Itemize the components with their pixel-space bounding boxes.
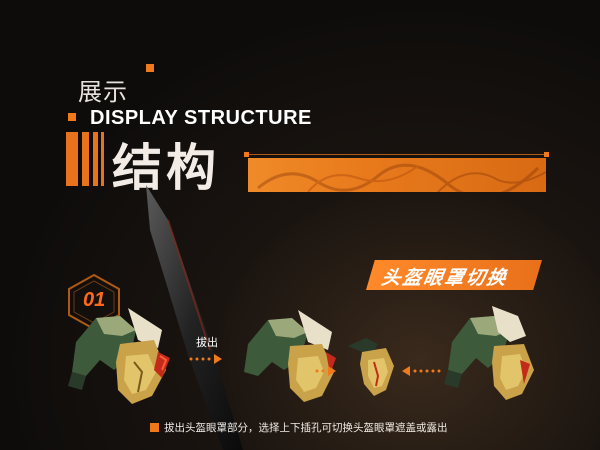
caption-square-icon [150, 423, 159, 432]
page-title: 结构 [112, 138, 220, 197]
step-number: 01 [83, 289, 106, 311]
arrow-right-small-icon [315, 366, 336, 376]
visor-piece-icon [348, 338, 394, 396]
blade-decoration [146, 185, 243, 450]
banner-dot-left [244, 152, 249, 157]
section-label-en: DISPLAY STRUCTURE [90, 107, 312, 129]
feature-badge [366, 260, 542, 290]
arrow-left-icon [402, 366, 441, 376]
feature-badge-label: 头盔眼罩切换 [379, 267, 510, 289]
corner-square-top [146, 64, 154, 72]
orange-bar-group [66, 132, 106, 186]
header-banner [248, 158, 546, 192]
arrow-right-icon [189, 354, 222, 364]
action-label-pull-out: 拔出 [196, 336, 218, 349]
banner-top-line [248, 154, 546, 155]
helmet-separated-icon [244, 310, 336, 402]
caption-text: 拔出头盔眼罩部分，选择上下插孔可切换头盔眼罩遮盖或露出 [164, 422, 448, 434]
section-label-cn: 展示 [78, 78, 128, 106]
banner-dot-right [544, 152, 549, 157]
helmet-switched-icon [444, 306, 534, 400]
corner-square-mid [68, 113, 76, 121]
helmet-assembled-icon [68, 308, 170, 404]
